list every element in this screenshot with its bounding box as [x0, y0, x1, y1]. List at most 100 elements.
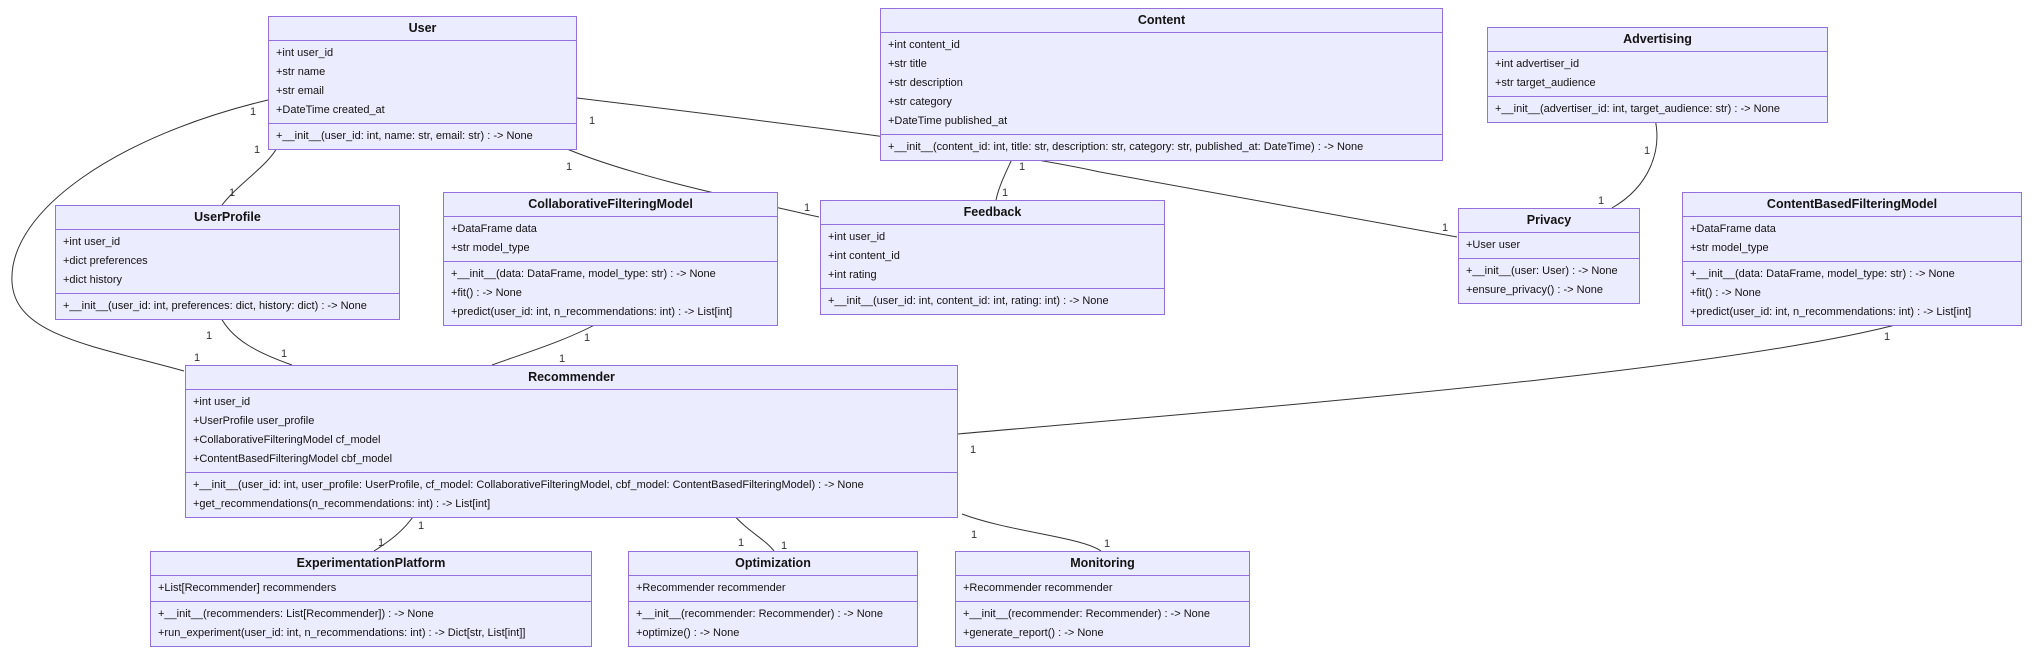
methods-section: +__init__(content_id: int, title: str, d…: [881, 135, 1442, 160]
attributes-section: +List[Recommender] recommenders: [151, 576, 591, 602]
edge-user-privacy: [576, 97, 1458, 238]
attributes-section: +Recommender recommender: [629, 576, 917, 602]
attribute-row: +DateTime published_at: [888, 115, 1008, 127]
cardinality-label: 1: [970, 444, 976, 456]
attribute-row: +str description: [888, 77, 963, 89]
method-row: +__init__(user: User) : -> None: [1466, 265, 1618, 277]
attribute-row: +int rating: [828, 269, 877, 281]
methods-section: +__init__(recommenders: List[Recommender…: [151, 602, 591, 646]
methods-section: +__init__(user: User) : -> None +ensure_p…: [1459, 259, 1639, 303]
cardinality-label: 1: [1019, 161, 1025, 173]
edge-recommender-monitoring: [961, 513, 1102, 552]
attributes-section: +int content_id+str title+str descriptio…: [881, 33, 1442, 135]
attribute-row: +dict preferences: [63, 255, 148, 267]
class-privacy: Privacy +User user +__init__(user: User) :…: [1458, 208, 1640, 304]
attribute-row: +str category: [888, 96, 952, 108]
attribute-row: +int user_id: [193, 396, 251, 408]
attribute-row: +DataFrame data: [1690, 223, 1776, 235]
class-userprofile: UserProfile +int user_id +dict preferences…: [55, 205, 400, 320]
attribute-row: +Recommender recommender: [636, 582, 786, 594]
attribute-row: +int advertiser_id: [1495, 58, 1580, 70]
cardinality-label: 1: [250, 106, 256, 118]
attribute-row: +str model_type: [451, 242, 530, 254]
cardinality-label: 1: [1598, 195, 1604, 207]
class-title: Monitoring: [956, 552, 1249, 576]
class-title: Privacy: [1459, 209, 1639, 233]
method-row: +get_recommendations(n_recommendations: …: [193, 498, 491, 510]
method-row: +fit() : -> None: [1690, 287, 1761, 299]
method-row: +fit() : -> None: [451, 287, 522, 299]
cardinality-label: 1: [206, 330, 212, 342]
edge-collaborativefilteringmodel-recommender: [491, 321, 601, 366]
attribute-row: +str target_audience: [1495, 77, 1596, 89]
class-advertising: Advertising +int advertiser_id +str target…: [1487, 27, 1828, 123]
class-feedback: Feedback+int user_id+int content_id+int …: [820, 200, 1165, 315]
class-title: Feedback: [821, 201, 1164, 225]
attribute-row: +List[Recommender] recommenders: [158, 582, 337, 594]
attributes-section: +int advertiser_id +str target_audience: [1488, 52, 1827, 97]
method-row: +optimize() : -> None: [636, 627, 740, 639]
class-monitoring: Monitoring+Recommender recommender+__ini…: [955, 551, 1250, 647]
attribute-row: +DateTime created_at: [276, 104, 385, 116]
attribute-row: +dict history: [63, 274, 122, 286]
method-row: +predict(user_id: int, n_recommendations…: [1690, 306, 1972, 318]
methods-section: +__init__(advertiser_id: int, target_aud…: [1488, 97, 1827, 122]
cardinality-label: 1: [378, 537, 384, 549]
method-row: +__init__(user_id: int, preferences: dic…: [63, 300, 367, 312]
attributes-section: +int user_id +dict preferences +dict histo…: [56, 230, 399, 294]
cardinality-label: 1: [1884, 331, 1890, 343]
method-row: +__init__(content_id: int, title: str, d…: [888, 141, 1364, 153]
cardinality-label: 1: [971, 529, 977, 541]
method-row: +run_experiment(user_id: int, n_recommen…: [158, 627, 526, 639]
attribute-row: +str model_type: [1690, 242, 1769, 254]
cardinality-label: 1: [804, 202, 810, 214]
class-title: CollaborativeFilteringModel: [444, 193, 777, 217]
edge-recommender-experimentationplatform: [373, 513, 416, 552]
attribute-row: +str name: [276, 66, 326, 78]
method-row: +__init__(recommender: Recommender) : ->…: [636, 608, 884, 620]
method-row: +__init__(advertiser_id: int, target_aud…: [1495, 103, 1780, 115]
class-title: ContentBasedFilteringModel: [1683, 193, 2021, 217]
edge-user-recommender: [11, 99, 269, 372]
attribute-row: +ContentBasedFilteringModel cbf_model: [193, 453, 393, 465]
attributes-section: +int user_id +UserProfile user_profile +Co…: [186, 390, 957, 473]
class-title: Optimization: [629, 552, 917, 576]
methods-section: +__init__(data: DataFrame, model_type: s…: [1683, 262, 2021, 325]
class-title: Content: [881, 9, 1442, 33]
class-collaborativefilteringmodel: CollaborativeFilteringModel+DataFrame da…: [443, 192, 778, 326]
attributes-section: +Recommender recommender: [956, 576, 1249, 602]
attributes-section: +DataFrame data+str model_type: [444, 217, 777, 262]
attribute-row: +int user_id: [63, 236, 121, 248]
cardinality-label: 1: [418, 520, 424, 532]
class-title: UserProfile: [56, 206, 399, 230]
methods-section: +__init__(recommender: Recommender) : ->…: [956, 602, 1249, 646]
cardinality-label: 1: [254, 144, 260, 156]
class-recommender: Recommender +int user_id +UserProfile user…: [185, 365, 958, 518]
attribute-row: +User user: [1466, 239, 1521, 251]
attributes-section: +DataFrame data +str model_type: [1683, 217, 2021, 262]
attributes-section: +User user: [1459, 233, 1639, 259]
cardinality-label: 1: [281, 348, 287, 360]
attribute-row: +str email: [276, 85, 324, 97]
cardinality-label: 1: [738, 537, 744, 549]
method-row: +ensure_privacy() : -> None: [1466, 284, 1603, 296]
attributes-section: +int user_id+int content_id+int rating: [821, 225, 1164, 289]
class-title: Advertising: [1488, 28, 1827, 52]
method-row: +predict(user_id: int, n_recommendations…: [451, 306, 733, 318]
edge-userprofile-recommender: [219, 315, 293, 366]
class-title: Recommender: [186, 366, 957, 390]
attributes-section: +int user_id+str name+str email+DateTime…: [269, 41, 576, 124]
cardinality-label: 1: [229, 187, 235, 199]
attribute-row: +int content_id: [828, 250, 900, 262]
cardinality-label: 1: [1644, 145, 1650, 157]
cardinality-label: 1: [194, 352, 200, 364]
class-title: User: [269, 17, 576, 41]
attribute-row: +UserProfile user_profile: [193, 415, 315, 427]
class-contentbasedfilteringmodel: ContentBasedFilteringModel+DataFrame dat…: [1682, 192, 2022, 326]
cardinality-label: 1: [1002, 187, 1008, 199]
methods-section: +__init__(user_id: int, preferences: dic…: [56, 294, 399, 319]
cardinality-label: 1: [566, 161, 572, 173]
method-row: +__init__(user_id: int, name: str, email…: [276, 130, 533, 142]
